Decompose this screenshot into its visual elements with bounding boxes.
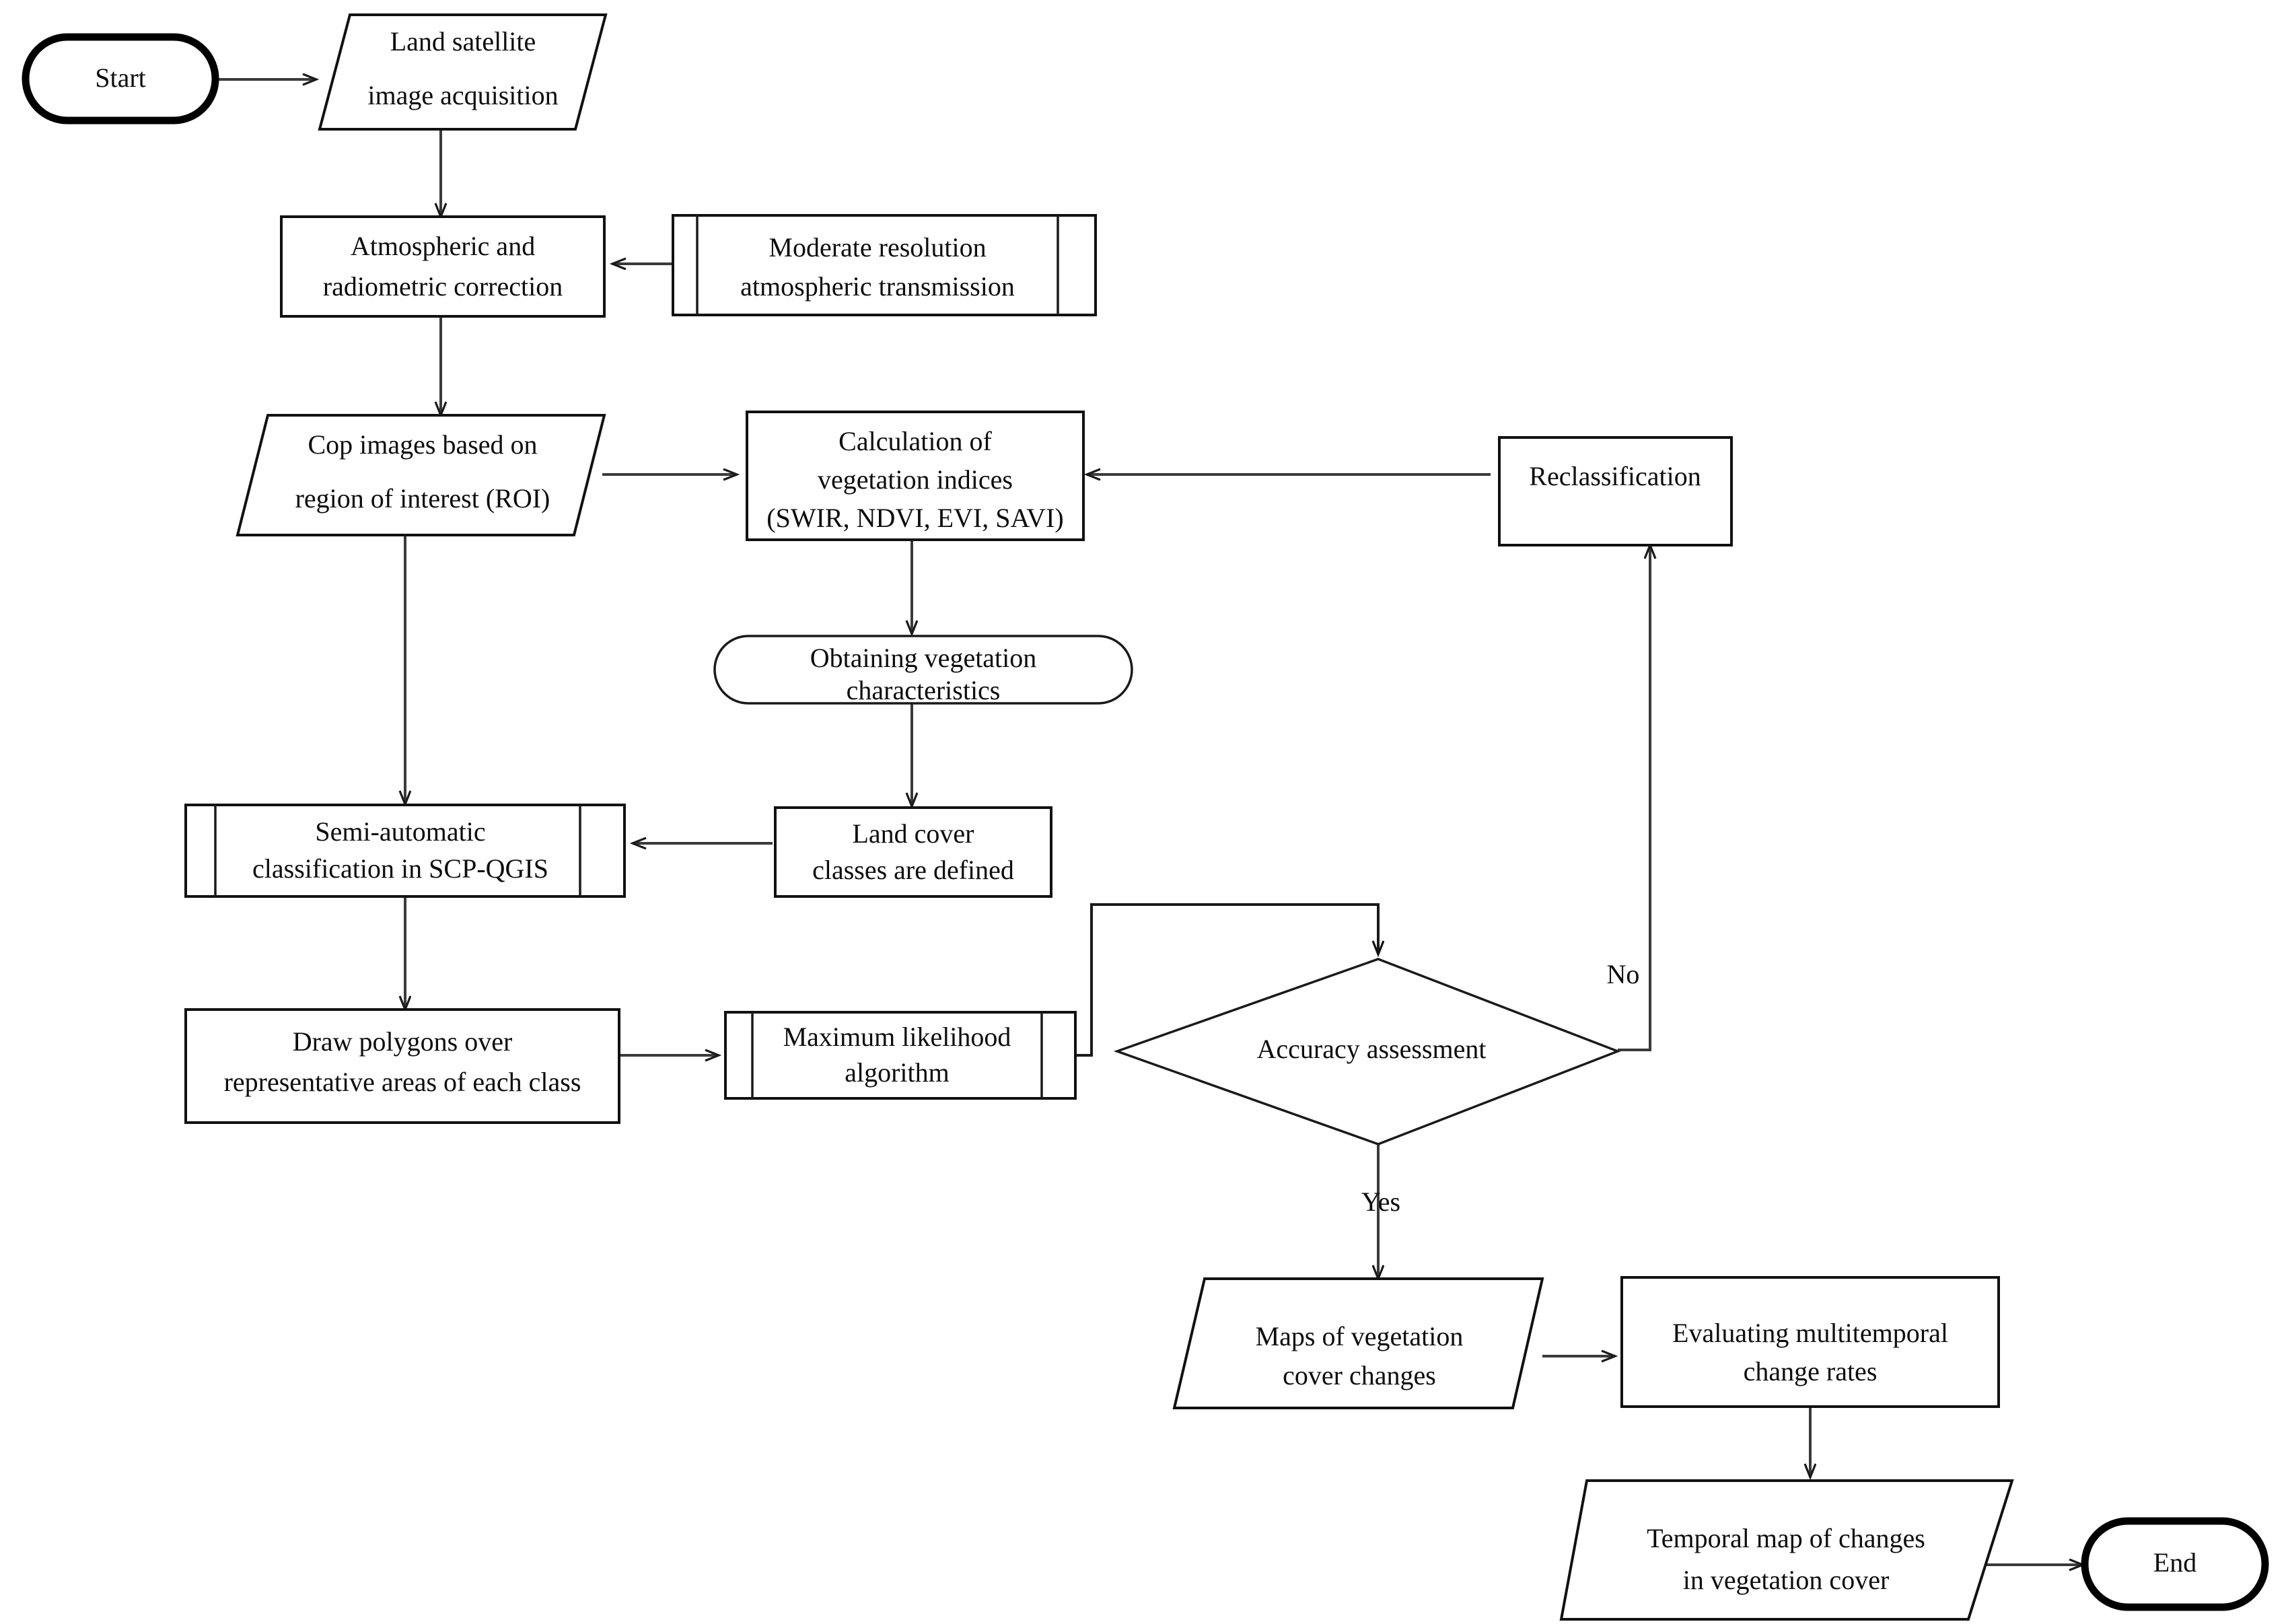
- scp-qgis-shape: [184, 804, 626, 898]
- change-rates-shape: [1620, 1276, 2000, 1408]
- vegetation-characteristics-line2: characteristics: [847, 675, 1001, 705]
- node-max-likelihood[interactable]: Maximum likelihood algorithm: [724, 1011, 1077, 1100]
- node-crop-roi[interactable]: Cop images based on region of interest (…: [236, 414, 606, 536]
- node-maps-changes[interactable]: Maps of vegetation cover changes: [1172, 1277, 1544, 1409]
- node-start[interactable]: Start: [22, 33, 219, 125]
- node-land-cover-classes[interactable]: Land cover classes are defined: [774, 806, 1052, 898]
- image-acquisition-line2: image acquisition: [367, 80, 558, 110]
- start-shape: [22, 33, 219, 125]
- indices-shape: [746, 411, 1085, 541]
- start-label: Start: [95, 63, 146, 93]
- crop-roi-shape: [236, 414, 606, 536]
- temporal-map-shape: [1559, 1479, 2014, 1621]
- crop-roi-line1: Cop images based on: [308, 429, 537, 460]
- draw-polygons-line2: representative areas of each class: [224, 1067, 581, 1097]
- max-likelihood-line1: Maximum likelihood: [783, 1022, 1011, 1052]
- node-image-acquisition[interactable]: Land satellite image acquisition: [318, 13, 608, 131]
- scp-qgis-line2: classification in SCP-QGIS: [252, 853, 548, 884]
- accuracy-assessment-shape: [1113, 958, 1621, 1145]
- node-change-rates[interactable]: Evaluating multitemporal change rates: [1620, 1276, 2000, 1408]
- reclassification-shape: [1498, 436, 1733, 546]
- correction-line1: Atmospheric and: [351, 231, 535, 261]
- change-rates-line2: change rates: [1744, 1356, 1878, 1386]
- node-temporal-map[interactable]: Temporal map of changes in vegetation co…: [1559, 1479, 2014, 1621]
- draw-polygons-line1: Draw polygons over: [293, 1026, 513, 1057]
- correction-line2: radiometric correction: [323, 271, 563, 302]
- node-accuracy-assessment[interactable]: Accuracy assessment: [1113, 958, 1621, 1145]
- modtran-line2: atmospheric transmission: [740, 271, 1015, 302]
- node-indices[interactable]: Calculation of vegetation indices (SWIR,…: [746, 411, 1085, 541]
- land-cover-classes-shape: [774, 806, 1052, 898]
- end-label: End: [2153, 1547, 2196, 1578]
- maps-changes-shape: [1172, 1277, 1544, 1409]
- max-likelihood-line2: algorithm: [845, 1057, 950, 1088]
- indices-line3: (SWIR, NDVI, EVI, SAVI): [766, 503, 1063, 533]
- node-modtran[interactable]: Moderate resolution atmospheric transmis…: [672, 214, 1097, 316]
- vegetation-characteristics-line1: Obtaining vegetation: [810, 643, 1037, 673]
- draw-polygons-shape: [184, 1008, 620, 1124]
- end-shape: [2081, 1517, 2269, 1611]
- temporal-map-line1: Temporal map of changes: [1647, 1523, 1925, 1553]
- image-acquisition-line1: Land satellite: [390, 26, 536, 57]
- correction-shape: [280, 215, 606, 318]
- modtran-shape: [672, 214, 1097, 316]
- maps-changes-line2: cover changes: [1283, 1360, 1436, 1390]
- node-scp-qgis[interactable]: Semi-automatic classification in SCP-QGI…: [184, 804, 626, 898]
- vegetation-characteristics-shape: [713, 635, 1133, 705]
- change-rates-line1: Evaluating multitemporal: [1672, 1318, 1948, 1348]
- edge-label-yes: Yes: [1361, 1187, 1400, 1217]
- accuracy-assessment-label: Accuracy assessment: [1257, 1034, 1487, 1064]
- crop-roi-line2: region of interest (ROI): [295, 483, 550, 514]
- land-cover-classes-line1: Land cover: [852, 818, 974, 849]
- node-end[interactable]: End: [2081, 1517, 2269, 1611]
- indices-line1: Calculation of: [838, 426, 992, 456]
- scp-qgis-line1: Semi-automatic: [315, 816, 485, 847]
- modtran-line1: Moderate resolution: [768, 232, 986, 262]
- edge-max-likelihood-to-accuracy-assessment: [1075, 903, 1378, 1057]
- node-vegetation-characteristics[interactable]: Obtaining vegetation characteristics: [713, 635, 1133, 705]
- indices-line2: vegetation indices: [818, 464, 1013, 495]
- node-reclassification[interactable]: Reclassification: [1498, 436, 1733, 546]
- edge-label-no: No: [1607, 959, 1640, 989]
- node-draw-polygons[interactable]: Draw polygons over representative areas …: [184, 1008, 620, 1124]
- node-correction[interactable]: Atmospheric and radiometric correction: [280, 215, 606, 318]
- max-likelihood-shape: [724, 1011, 1077, 1100]
- land-cover-classes-line2: classes are defined: [812, 855, 1014, 885]
- image-acquisition-shape: [318, 13, 608, 131]
- temporal-map-line2: in vegetation cover: [1683, 1565, 1890, 1595]
- edge-accuracy-assessment-to-reclassification: [1618, 545, 1650, 1051]
- maps-changes-line1: Maps of vegetation: [1256, 1321, 1464, 1351]
- reclassification-label: Reclassification: [1529, 461, 1701, 491]
